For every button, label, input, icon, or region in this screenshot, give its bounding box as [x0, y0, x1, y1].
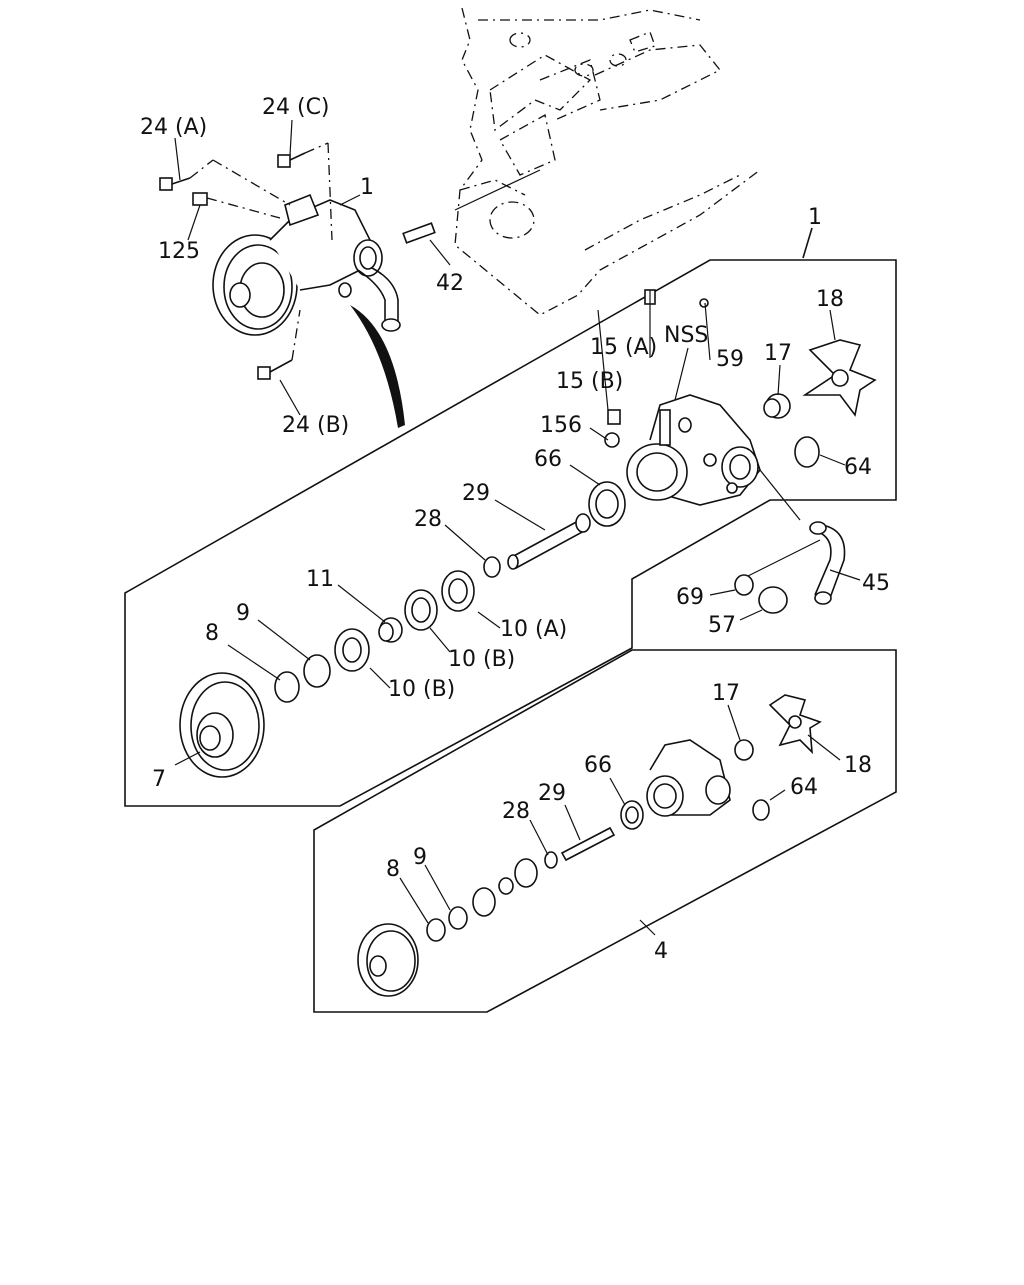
label-24c: 24 (C)	[262, 95, 330, 120]
bolt-24b-icon	[257, 309, 301, 380]
ring-64b-icon	[752, 799, 770, 821]
label-8-bot: 8	[386, 857, 400, 882]
plug-57-icon	[758, 586, 788, 614]
bolt-24c-icon	[277, 142, 333, 241]
seal-8b-icon	[426, 918, 446, 942]
pulley-bottom-icon	[357, 923, 419, 997]
washer-28b-icon	[544, 851, 558, 869]
bearing-10b-2-icon	[334, 628, 370, 672]
snap-ring-9b-icon	[448, 906, 468, 930]
shaft-29-icon	[507, 513, 591, 570]
bearings-bottom-icon	[472, 858, 538, 917]
bearing-10a-icon	[441, 570, 475, 612]
label-69: 69	[676, 585, 704, 610]
engine-block	[454, 7, 761, 316]
label-29-top: 29	[462, 481, 490, 506]
label-42: 42	[436, 271, 464, 296]
label-45: 45	[862, 571, 890, 596]
label-11: 11	[306, 567, 334, 592]
label-57: 57	[708, 613, 736, 638]
leader-lines	[174, 119, 861, 936]
water-pump-assembly-top	[212, 193, 405, 428]
ring-64-icon	[794, 436, 820, 468]
seal-8-icon	[274, 671, 300, 703]
label-1-top: 1	[360, 175, 374, 200]
bolt-24a-icon	[159, 159, 291, 206]
seal-66-icon	[588, 481, 626, 527]
label-17-top: 17	[764, 341, 792, 366]
label-18-bot: 18	[844, 753, 872, 778]
label-28-top: 28	[414, 507, 442, 532]
plug-156-icon	[604, 432, 620, 448]
oring-69-icon	[734, 574, 754, 596]
pulley-7-icon	[179, 672, 265, 778]
label-24b: 24 (B)	[282, 413, 349, 438]
fitting-15b-icon	[607, 409, 621, 425]
label-29-bot: 29	[538, 781, 566, 806]
impeller-18-icon	[802, 339, 877, 417]
label-15b: 15 (B)	[556, 369, 623, 394]
plug-59-icon	[699, 298, 709, 308]
label-10b-2: 10 (B)	[388, 677, 455, 702]
label-66-bot: 66	[584, 753, 612, 778]
bushing-17b-icon	[734, 739, 754, 761]
label-9-bot: 9	[413, 845, 427, 870]
label-1-detail: 1	[808, 205, 822, 230]
label-nss: NSS	[664, 323, 708, 348]
label-64-bot: 64	[790, 775, 818, 800]
label-10b-1: 10 (B)	[448, 647, 515, 672]
detail-frame-1	[124, 259, 897, 807]
pump-housing-detail	[626, 394, 801, 521]
label-28-bot: 28	[502, 799, 530, 824]
pipe-45-icon	[809, 521, 846, 605]
label-125: 125	[158, 239, 200, 264]
pump-housing-bottom	[646, 739, 731, 817]
label-7: 7	[152, 767, 166, 792]
snap-ring-9-icon	[303, 654, 331, 688]
spacer-11-icon	[378, 617, 403, 643]
label-24a: 24 (A)	[140, 115, 207, 140]
nut-125-icon	[192, 192, 281, 219]
label-59: 59	[716, 347, 744, 372]
label-17-bot: 17	[712, 681, 740, 706]
washer-28-icon	[483, 556, 501, 578]
shaft-29b-icon	[560, 826, 616, 862]
label-15a: 15 (A)	[590, 335, 657, 360]
label-18-top: 18	[816, 287, 844, 312]
bushing-17-icon	[763, 393, 791, 419]
label-64-top: 64	[844, 455, 872, 480]
detail-frame-4	[313, 649, 897, 1013]
stud-42-icon	[402, 222, 436, 244]
label-8-top: 8	[205, 621, 219, 646]
label-66-top: 66	[534, 447, 562, 472]
impeller-18b-icon	[768, 694, 822, 755]
label-4: 4	[654, 939, 668, 964]
label-156: 156	[540, 413, 582, 438]
bearing-10b-icon	[404, 589, 438, 631]
seal-66b-icon	[620, 800, 644, 830]
label-10a: 10 (A)	[500, 617, 567, 642]
label-9-top: 9	[236, 601, 250, 626]
